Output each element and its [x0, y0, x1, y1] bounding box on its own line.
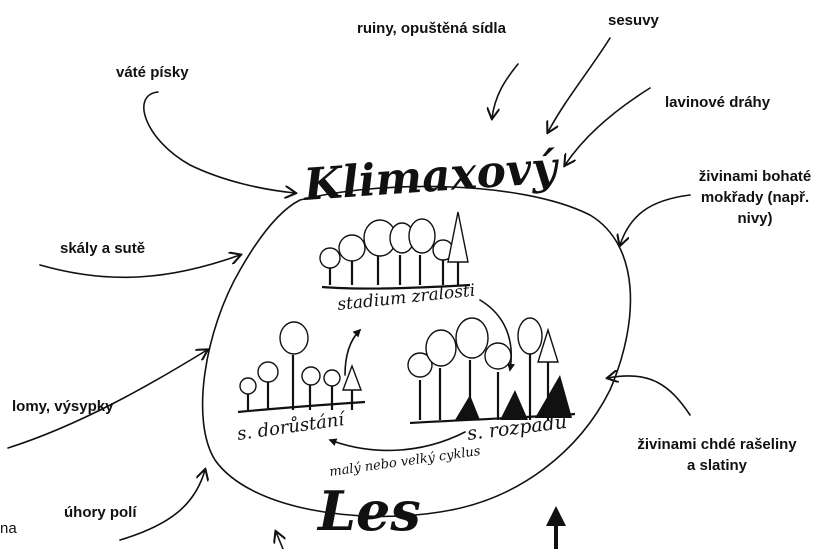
- stage-maturity-label: stadium zralosti: [336, 281, 476, 315]
- label-quarries: lomy, výsypky: [12, 398, 114, 415]
- title-upper: Klimaxový: [300, 142, 562, 211]
- arrow-bottom-left: [276, 532, 283, 549]
- arrow-rocks: [39, 255, 240, 279]
- label-rich-wetlands: živinami bohaté mokřady (např. nivy): [698, 168, 812, 227]
- label-landslides: sesuvy: [608, 12, 659, 29]
- title-lower: Les: [316, 479, 421, 543]
- arrow-ruins: [492, 63, 519, 118]
- label-windblown-sands: váté písky: [116, 64, 189, 81]
- arrow-landslides: [548, 37, 611, 132]
- stage-growth-label: s. dorůstání: [236, 408, 348, 445]
- arrow-rich-wetlands: [620, 194, 691, 245]
- arrow-fallow-fields: [119, 470, 205, 541]
- arrow-windblown-sands: [143, 91, 295, 193]
- label-ruins: ruiny, opuštěná sídla: [357, 20, 506, 37]
- forest-ellipse: [201, 185, 632, 518]
- arrow-avalanche: [565, 87, 651, 165]
- arrow-quarries: [7, 350, 207, 449]
- label-rocks: skály a sutě: [60, 240, 146, 257]
- cycle-arrow-growth-to-maturity: [344, 328, 362, 376]
- label-na-fragment: na: [0, 520, 17, 537]
- arrow-poor-peatlands: [608, 376, 691, 416]
- label-avalanche-paths: lavinové dráhy: [665, 94, 771, 111]
- arrow-bottom-bold-head: [546, 506, 566, 526]
- label-fallow-fields: úhory polí: [64, 504, 137, 521]
- stage-decay-label: s. rozpadu: [466, 411, 568, 445]
- cycle-arrow-maturity-to-decay: [479, 299, 515, 372]
- label-poor-peatlands: živinami chdé rašeliny a slatiny: [637, 436, 797, 474]
- maturity-tree-group: [319, 211, 471, 290]
- cycle-arrow-decay-to-growth: [328, 431, 466, 452]
- growth-tree-group: [237, 321, 366, 414]
- decay-tree-group: [407, 317, 576, 425]
